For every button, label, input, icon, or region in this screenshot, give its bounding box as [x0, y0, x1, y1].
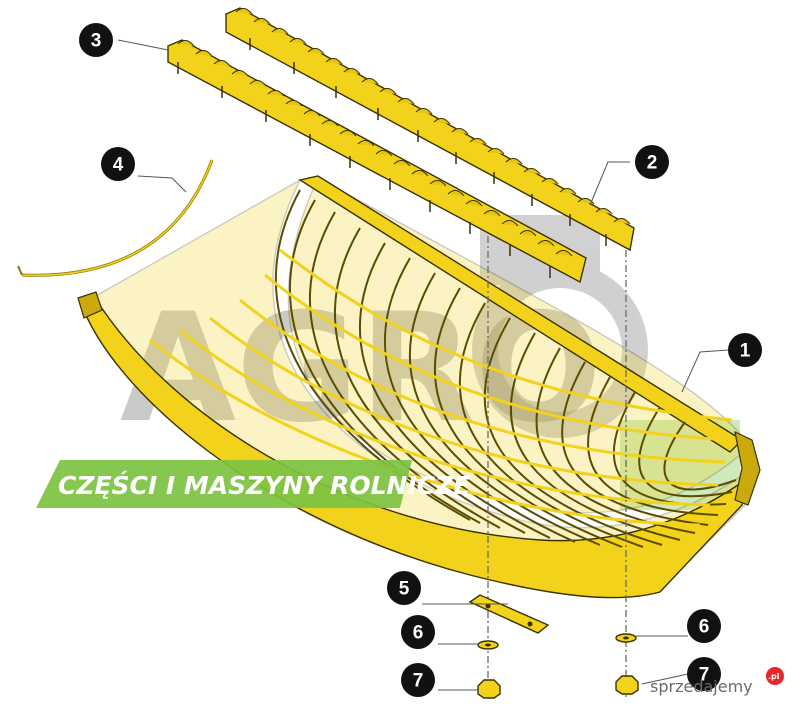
washer-part-6-right [615, 633, 637, 643]
svg-text:2: 2 [647, 153, 658, 174]
svg-text:1: 1 [740, 341, 751, 362]
plate-part-5 [468, 594, 550, 634]
callout-1: 1 [728, 333, 762, 367]
svg-text:4: 4 [113, 155, 124, 176]
site-badge: sprzedajemy .pl [650, 667, 784, 696]
callout-4: 4 [101, 147, 135, 181]
site-badge-suffix: .pl [768, 672, 780, 681]
svg-text:7: 7 [699, 665, 710, 686]
callout-6-left: 6 [401, 615, 435, 649]
leader-lines [117, 39, 729, 691]
svg-text:7: 7 [413, 671, 424, 692]
watermark-banner-text: CZĘŚCI I MASZYNY ROLNICZE [58, 470, 470, 500]
nut-part-7-left [477, 679, 501, 699]
washer-part-6-left [477, 640, 499, 650]
callout-5: 5 [387, 571, 421, 605]
svg-text:3: 3 [91, 31, 102, 52]
nut-part-7-right [615, 675, 639, 695]
callout-6-right: 6 [687, 609, 721, 643]
callout-7-right: 7 [687, 657, 721, 691]
callout-7-left: 7 [401, 663, 435, 697]
assembly-lines [487, 236, 627, 700]
callout-3: 3 [79, 23, 113, 57]
svg-text:6: 6 [699, 617, 710, 638]
svg-text:5: 5 [399, 579, 410, 600]
site-badge-name: sprzedajemy [650, 677, 753, 696]
rasp-bar-part-2 [225, 7, 635, 252]
wire-part-4 [17, 159, 214, 277]
watermark-banner: CZĘŚCI I MASZYNY ROLNICZE [36, 460, 470, 508]
rasp-bar-part-3 [167, 39, 587, 284]
concave-part-1 [77, 175, 761, 599]
svg-text:6: 6 [413, 623, 424, 644]
callout-2: 2 [635, 145, 669, 179]
